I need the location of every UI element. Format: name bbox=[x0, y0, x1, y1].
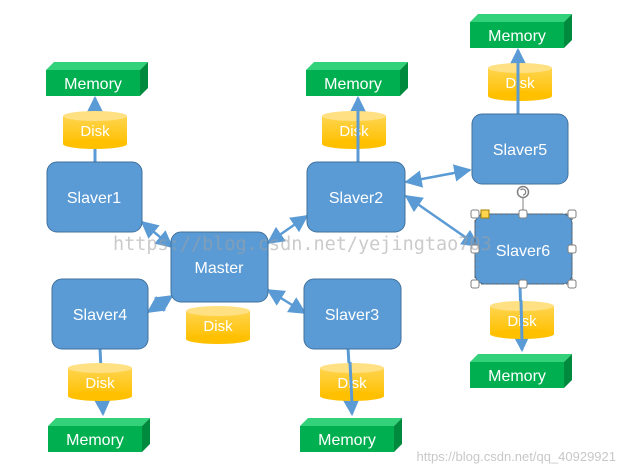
memory-slaver5: Memory bbox=[470, 14, 572, 48]
memory-slaver6: Memory bbox=[470, 354, 572, 388]
resize-handle[interactable] bbox=[470, 209, 480, 219]
disk-label: Disk bbox=[339, 123, 369, 140]
resize-handle[interactable] bbox=[567, 209, 577, 219]
watermark-bottom: https://blog.csdn.net/qq_40929921 bbox=[417, 449, 617, 464]
disk-label: Disk bbox=[203, 318, 233, 335]
disk-master: Disk bbox=[186, 306, 250, 344]
node-slaver3: Slaver3 bbox=[303, 278, 402, 350]
edge-master-slaver4 bbox=[146, 294, 174, 314]
memory-slaver2: Memory bbox=[306, 62, 408, 96]
disk-label: Disk bbox=[505, 75, 535, 92]
memory-label: Memory bbox=[318, 432, 376, 449]
disk-label: Disk bbox=[80, 123, 110, 140]
node-slaver2: Slaver2 bbox=[306, 161, 406, 233]
disk-slaver4: Disk bbox=[68, 363, 132, 401]
disk-slaver2: Disk bbox=[322, 111, 386, 149]
node-master: Master bbox=[170, 231, 269, 303]
resize-handles[interactable] bbox=[470, 209, 577, 289]
disk-slaver5: Disk bbox=[488, 63, 552, 101]
edge-slaver2-slaver6 bbox=[404, 194, 480, 248]
memory-label: Memory bbox=[488, 368, 546, 385]
memory-slaver3: Memory bbox=[300, 418, 402, 452]
resize-handle[interactable] bbox=[518, 279, 528, 289]
resize-handle[interactable] bbox=[518, 209, 528, 219]
watermark-center: https://blog.csdn.net/yejingtao703 bbox=[113, 234, 492, 255]
disk-label: Disk bbox=[85, 375, 115, 392]
edge-master-slaver3 bbox=[266, 288, 307, 315]
arrow-overlay-slaver3 bbox=[348, 361, 354, 405]
resize-handle[interactable] bbox=[470, 244, 480, 254]
resize-handle[interactable] bbox=[567, 279, 577, 289]
resize-handle[interactable] bbox=[470, 279, 480, 289]
memory-slaver1: Memory bbox=[46, 62, 148, 96]
rotate-handle-icon[interactable] bbox=[516, 185, 530, 199]
resize-handle[interactable] bbox=[567, 244, 577, 254]
node-label: Slaver1 bbox=[67, 190, 121, 207]
arrow-overlay-slaver6 bbox=[519, 299, 524, 343]
disk-slaver1: Disk bbox=[63, 111, 127, 149]
node-label: Slaver2 bbox=[329, 190, 383, 207]
node-label: Slaver3 bbox=[325, 307, 379, 324]
memory-label: Memory bbox=[488, 28, 546, 45]
node-label: Master bbox=[195, 260, 245, 277]
resize-handle[interactable] bbox=[480, 209, 490, 219]
edge-master-slaver2 bbox=[266, 214, 309, 245]
memory-label: Memory bbox=[64, 76, 122, 93]
node-slaver1: Slaver1 bbox=[46, 161, 143, 233]
node-label: Slaver4 bbox=[73, 307, 127, 324]
node-slaver5: Slaver5 bbox=[471, 113, 569, 185]
node-slaver4: Slaver4 bbox=[51, 278, 149, 350]
node-label: Slaver5 bbox=[493, 142, 547, 159]
edge-slaver2-slaver5 bbox=[404, 164, 472, 188]
edge-master-slaver1 bbox=[140, 220, 174, 249]
memory-label: Memory bbox=[66, 432, 124, 449]
node-label: Slaver6 bbox=[496, 243, 550, 260]
memory-label: Memory bbox=[324, 76, 382, 93]
memory-slaver4: Memory bbox=[48, 418, 150, 452]
